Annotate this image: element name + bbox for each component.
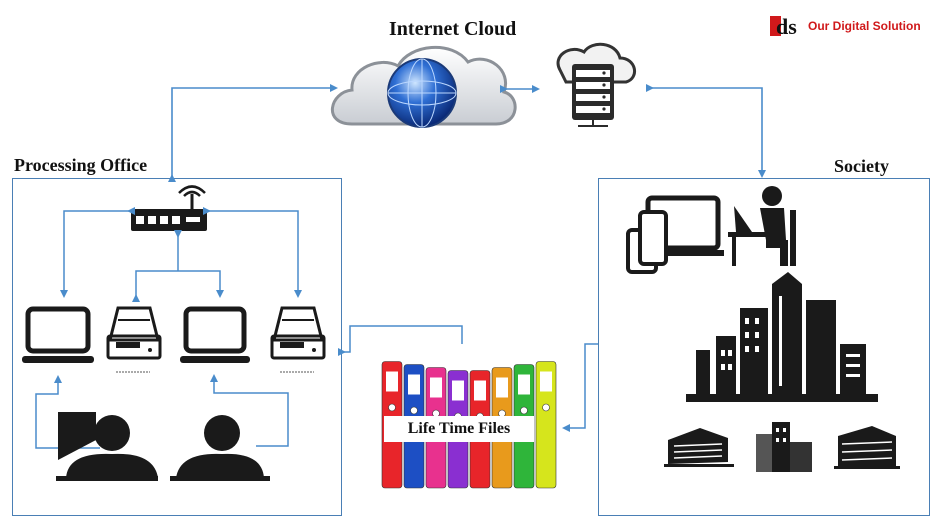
user-icon xyxy=(170,415,270,481)
top-connectors xyxy=(168,84,766,182)
building-icon xyxy=(756,422,812,472)
devices-icon xyxy=(626,195,724,274)
building-icon xyxy=(664,428,734,467)
brand: ds Our Digital Solution xyxy=(770,14,921,38)
society-title: Society xyxy=(834,156,889,176)
building-icon xyxy=(834,426,900,469)
user-computer-connector xyxy=(210,374,289,447)
user-icon xyxy=(56,412,158,481)
scanner-icon xyxy=(270,306,326,373)
office-connectors xyxy=(35,207,302,449)
brand-logo-icon: ds xyxy=(770,14,797,38)
router-laptop-connector xyxy=(60,207,135,298)
laptop-icon xyxy=(180,306,250,363)
processing-office-title: Processing Office xyxy=(14,155,148,175)
laptop-icon xyxy=(22,306,94,363)
office-files-connector xyxy=(338,325,463,356)
life-time-files-label: Life Time Files xyxy=(384,416,534,442)
binder xyxy=(535,361,557,489)
router-devices-connector xyxy=(132,270,224,302)
files-connectors xyxy=(338,325,598,432)
office-cloud-connector xyxy=(168,84,338,182)
scanner-icon xyxy=(106,306,162,373)
router-scanner-connector xyxy=(203,207,302,298)
server-society-connector xyxy=(646,84,766,178)
internet-cloud-title: Internet Cloud xyxy=(389,18,517,40)
user-laptop-connector xyxy=(35,375,100,449)
society-files-connector xyxy=(562,343,598,432)
desk-user-icon xyxy=(728,186,796,266)
server-icon xyxy=(556,42,636,127)
router-icon xyxy=(131,185,207,231)
brand-logo-text: ds xyxy=(776,14,797,38)
skyline-icon xyxy=(686,272,878,402)
brand-name: Our Digital Solution xyxy=(808,19,921,33)
globe-icon xyxy=(387,58,457,128)
